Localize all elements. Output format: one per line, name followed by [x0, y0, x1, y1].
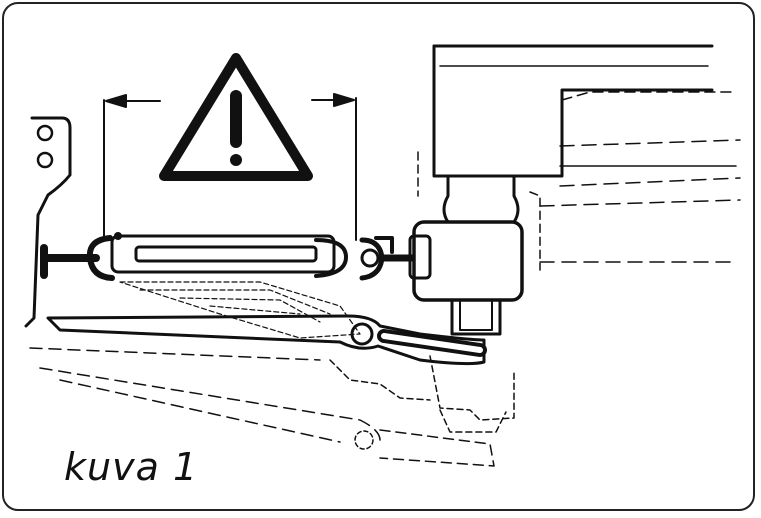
dimension-line	[103, 93, 357, 241]
turnbuckle	[40, 232, 416, 281]
warning-triangle-icon	[159, 53, 313, 181]
left-bracket	[24, 116, 72, 328]
tractor-housing	[432, 44, 741, 263]
lower-link	[29, 314, 515, 467]
link-shadow	[119, 281, 361, 339]
figure-caption: kuva 1	[64, 445, 199, 489]
lift-arm-joint	[408, 151, 541, 336]
